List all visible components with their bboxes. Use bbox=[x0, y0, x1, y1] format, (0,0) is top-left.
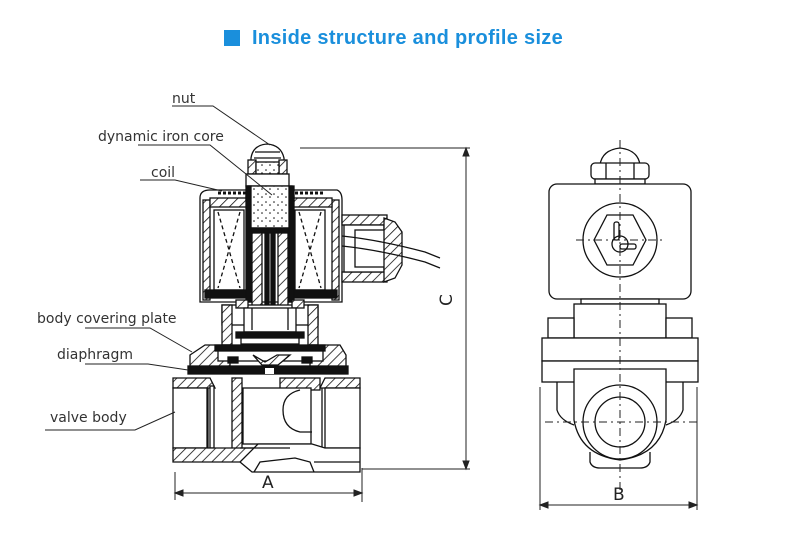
section-view bbox=[172, 143, 441, 473]
label-diaphragm: diaphragm bbox=[57, 347, 133, 363]
cable-gland-part bbox=[341, 214, 441, 283]
dimension-b bbox=[538, 387, 699, 510]
dimension-b-label: B bbox=[613, 485, 625, 505]
leader-nut bbox=[172, 105, 271, 146]
valve-body-part bbox=[172, 377, 361, 473]
label-body-covering-plate: body covering plate bbox=[37, 311, 177, 327]
nut-part bbox=[247, 143, 288, 175]
dimension-c-label: C bbox=[437, 294, 457, 306]
dimension-c bbox=[300, 146, 470, 471]
label-dynamic-iron-core: dynamic iron core bbox=[98, 129, 224, 145]
dimension-a-label: A bbox=[262, 473, 274, 493]
leader-coil bbox=[140, 179, 223, 192]
label-coil: coil bbox=[151, 165, 175, 181]
square-bullet-icon bbox=[223, 30, 240, 46]
center-lines bbox=[545, 140, 700, 490]
leader-dynamic-iron-core bbox=[138, 144, 273, 196]
leader-lines bbox=[45, 105, 273, 431]
label-nut: nut bbox=[172, 91, 196, 107]
leader-valve-body bbox=[45, 411, 176, 431]
label-valve-body: valve body bbox=[50, 410, 127, 426]
diagram-header: Inside structure and profile size bbox=[0, 24, 787, 52]
diaphragm-part bbox=[187, 365, 349, 375]
leader-body-covering-plate bbox=[85, 327, 193, 353]
diagram-title: Inside structure and profile size bbox=[251, 26, 564, 49]
dimension-a bbox=[173, 468, 364, 502]
body-covering-plate-part bbox=[189, 344, 347, 369]
leader-diaphragm bbox=[85, 363, 189, 371]
